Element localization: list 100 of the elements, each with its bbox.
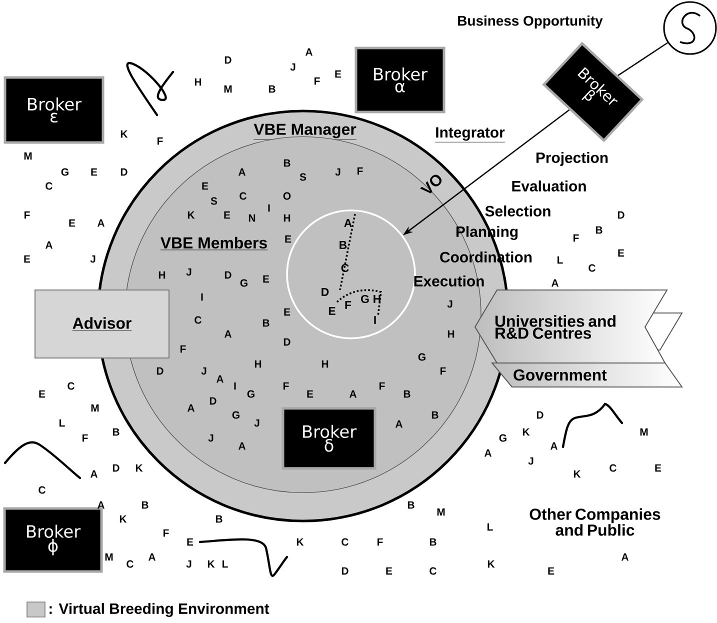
broker-box: Broker α (354, 46, 446, 114)
scattered-letter: J (201, 367, 206, 375)
scattered-letter: J (447, 300, 452, 308)
group-label: Other Companies and Public (530, 508, 660, 536)
scattered-letter: B (284, 159, 290, 167)
scattered-letter: A (98, 219, 104, 227)
connector-line (618, 42, 668, 76)
scattered-letter: S (210, 197, 218, 205)
path-letter: G (361, 294, 369, 304)
scattered-letter: C (46, 182, 52, 190)
scattered-letter: A (46, 241, 52, 249)
scattered-letter: C (240, 192, 246, 200)
scattered-letter: E (224, 211, 230, 219)
step-label: Projection (536, 152, 608, 166)
scattered-letter: M (24, 152, 32, 160)
step-label: Evaluation (512, 180, 586, 192)
scattered-letter: J (290, 63, 296, 71)
scattered-letter: D (224, 271, 232, 279)
scattered-letter: F (440, 367, 446, 375)
scattered-letter: A (484, 449, 492, 457)
scattered-letter: O (283, 192, 291, 200)
scattered-letter: G (499, 434, 506, 442)
scattered-letter: H (448, 330, 454, 338)
scattered-letter: K (574, 470, 581, 478)
scattered-letter: B (268, 85, 276, 93)
scattered-letter: J (335, 168, 340, 176)
path-letter: D (322, 288, 329, 296)
scattered-letter: B (432, 411, 438, 419)
path-letter: A (344, 219, 352, 227)
scattered-letter: D (112, 464, 120, 472)
path-letter: E (328, 307, 336, 315)
scattered-letter: F (380, 382, 385, 390)
scattered-letter: C (430, 567, 436, 575)
scattered-letter: D (284, 338, 290, 346)
scattered-letter: E (202, 182, 208, 190)
scattered-letter: H (254, 360, 262, 368)
scattered-letter: G (418, 353, 426, 361)
scattered-letter: K (488, 560, 495, 568)
scattered-letter: F (82, 434, 88, 442)
scattered-letter: K (120, 515, 127, 523)
scattered-letter: E (69, 219, 76, 227)
scattered-letter: J (90, 255, 96, 263)
path-letter: F (345, 301, 352, 309)
scattered-letter: M (224, 85, 232, 93)
scattered-letter: K (120, 130, 128, 138)
scattered-letter: E (285, 235, 292, 243)
scattered-letter: I (201, 293, 203, 301)
scattered-letter: G (232, 411, 240, 419)
scattered-letter: A (90, 470, 98, 478)
scattered-letter: B (430, 538, 436, 546)
scattered-letter: E (91, 168, 98, 176)
scattered-letter: A (622, 553, 628, 561)
scattered-letter: J (528, 457, 534, 465)
scattered-letter: D (224, 56, 232, 64)
scattered-letter: A (148, 553, 156, 561)
scattered-letter: E (618, 249, 624, 257)
scattered-letter: L (488, 523, 493, 531)
legend-text: : Virtual Breeding Environment (50, 603, 270, 617)
scattered-letter: A (216, 375, 224, 383)
path-letter: B (340, 241, 347, 249)
broker-box: Broker ϕ (3, 507, 103, 573)
scattered-letter: B (404, 390, 410, 398)
scattered-letter: B (142, 501, 148, 509)
scattered-letter: J (254, 419, 260, 427)
scattered-letter: F (284, 382, 289, 390)
scattered-letter: L (558, 256, 563, 264)
scattered-letter: E (187, 538, 194, 546)
scattered-letter: F (180, 345, 186, 353)
scattered-letter: B (408, 501, 414, 509)
scattered-letter: J (186, 268, 192, 276)
scattered-letter: I (234, 382, 236, 390)
scattered-letter: A (98, 501, 104, 509)
scattered-letter: A (396, 420, 402, 428)
scattered-letter: E (284, 308, 290, 316)
scattered-letter: C (38, 486, 46, 494)
scattered-letter: E (548, 567, 554, 575)
scattered-letter: F (24, 211, 30, 219)
scattered-letter: A (224, 330, 232, 338)
broker-box: Broker ε (4, 76, 104, 144)
scattered-letter: L (222, 560, 228, 568)
scattered-letter: F (378, 538, 383, 546)
scattered-letter: C (588, 264, 596, 272)
scattered-letter: E (335, 70, 342, 78)
scattered-letter: K (522, 428, 530, 436)
scattered-letter: K (208, 560, 215, 568)
scattered-letter: K (296, 538, 304, 546)
scattered-letter: J (186, 560, 192, 568)
scattered-letter: A (238, 442, 246, 450)
scattered-letter: J (208, 434, 214, 442)
scattered-letter: D (120, 168, 128, 176)
scattered-letter: A (550, 442, 558, 450)
scattered-letter: G (61, 168, 68, 176)
scattered-letter: E (39, 390, 46, 398)
scattered-letter: G (247, 390, 254, 398)
scattered-letter: H (194, 78, 202, 86)
scattered-letter: M (91, 404, 99, 412)
scattered-letter: S (300, 173, 306, 181)
scattered-letter: G (240, 279, 248, 287)
node-label: VO (420, 174, 442, 194)
scattered-letter: E (386, 567, 392, 575)
